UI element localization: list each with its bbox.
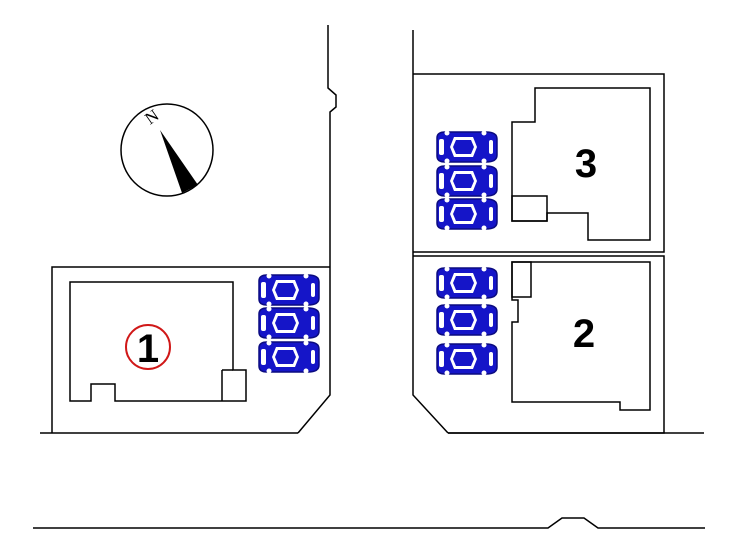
car-top-view-icon xyxy=(436,302,498,338)
lot-2 xyxy=(413,255,704,434)
lot-2-number: 2 xyxy=(573,312,595,356)
parking-lot-1 xyxy=(258,272,320,375)
lot-1-number: 1 xyxy=(137,327,159,371)
road-left-edge xyxy=(297,25,337,434)
bottom-road-line xyxy=(33,517,705,529)
car-top-view-icon xyxy=(258,305,320,341)
road-right-edge xyxy=(412,30,449,434)
lot-1-highlight-circle xyxy=(125,324,171,370)
car-top-view-icon xyxy=(436,265,498,301)
lot-1-building xyxy=(69,281,247,402)
car-top-view-icon xyxy=(436,163,498,199)
lot-2-annex xyxy=(511,261,532,298)
parking-lot-2 xyxy=(436,265,498,377)
lot-3-boundary xyxy=(413,73,665,253)
lot-1 xyxy=(40,266,330,434)
car-top-view-icon xyxy=(258,339,320,375)
lot-1-boundary xyxy=(51,266,330,433)
parking-lot-3 xyxy=(436,129,498,232)
car-top-view-icon xyxy=(258,272,320,308)
car-top-view-icon xyxy=(436,196,498,232)
lot-3 xyxy=(413,73,665,253)
compass: N xyxy=(120,103,214,197)
car-top-view-icon xyxy=(436,341,498,377)
car-top-view-icon xyxy=(436,129,498,165)
road-edges xyxy=(297,25,449,434)
north-arrow-icon xyxy=(160,130,198,193)
lot-3-number: 3 xyxy=(575,142,597,186)
lot-2-building xyxy=(511,261,651,411)
lot-3-annex xyxy=(511,195,548,222)
